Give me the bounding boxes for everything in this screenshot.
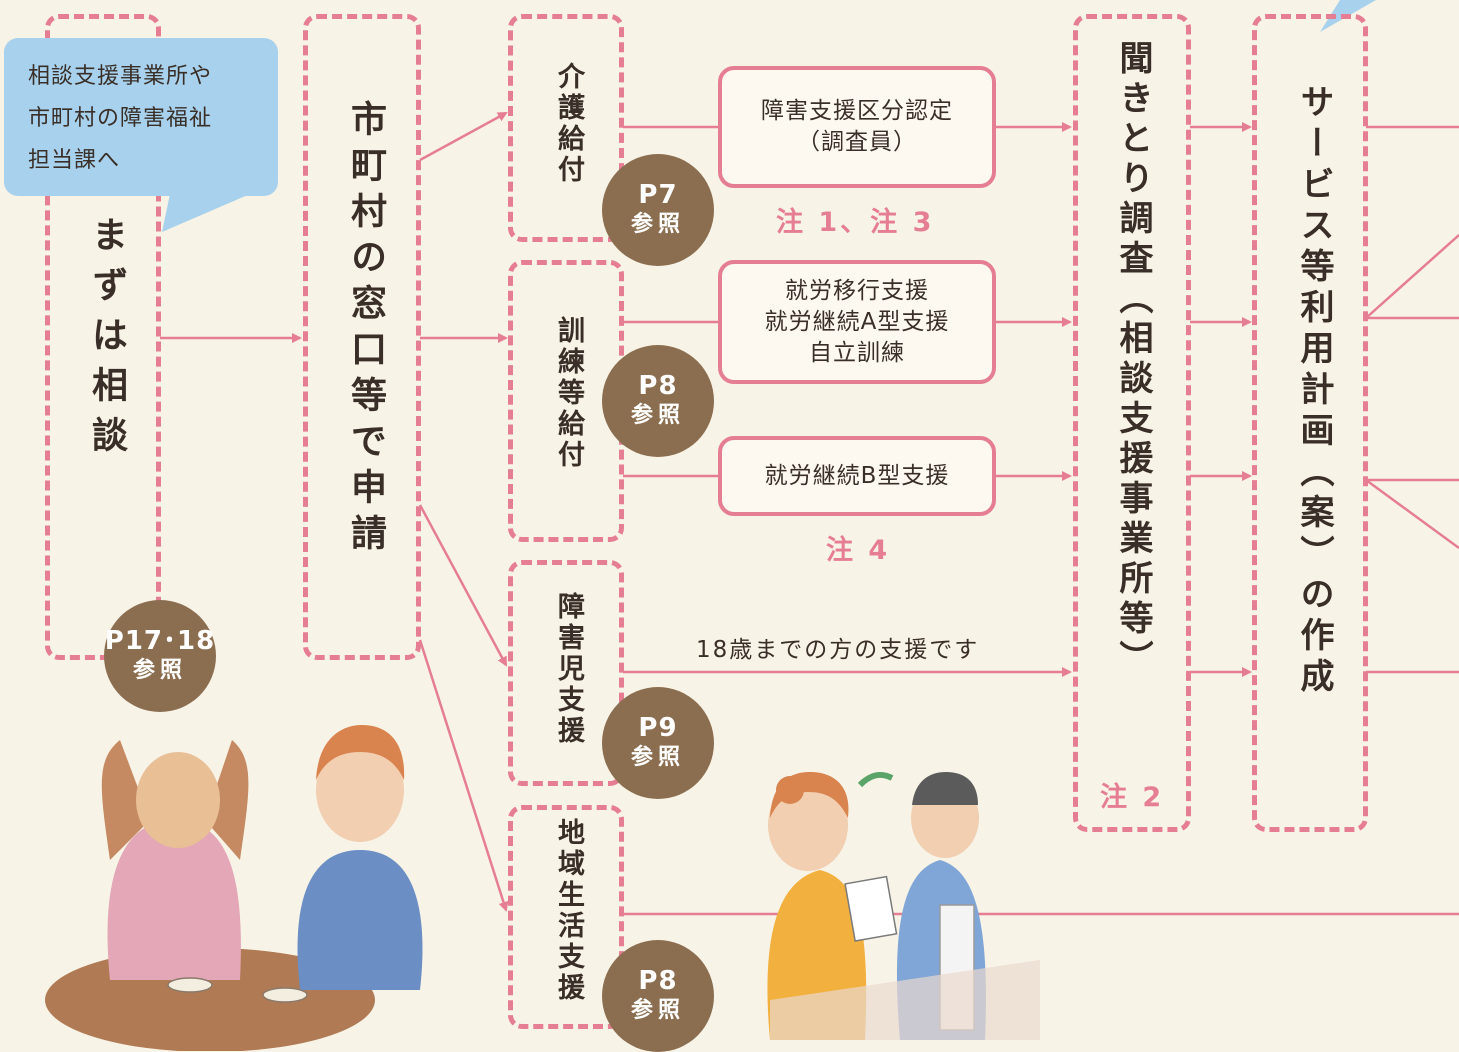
bubble-line-1: 相談支援事業所や bbox=[28, 64, 213, 89]
bubble-line-2: 市町村の障害福祉 bbox=[28, 106, 213, 131]
badge-care-ref: 参照 bbox=[630, 212, 685, 237]
consult-box bbox=[45, 14, 161, 660]
badge-training: P8 参照 bbox=[602, 345, 714, 457]
service-care-line-2: （調査員） bbox=[797, 129, 917, 155]
badge-care-page: P7 bbox=[638, 180, 678, 210]
category-community-box bbox=[508, 805, 624, 1029]
badge-training-page: P8 bbox=[638, 371, 678, 401]
badge-care: P7 参照 bbox=[602, 154, 714, 266]
badge-child-ref: 参照 bbox=[630, 745, 685, 770]
service-training-line-3: 自立訓練 bbox=[809, 339, 905, 366]
service-box-training-2: 就労継続B型支援 bbox=[718, 436, 996, 516]
category-community-label: 地域生活支援 bbox=[553, 818, 584, 1004]
bubble-line-3: 担当課へ bbox=[28, 148, 121, 173]
category-child-label: 障害児支援 bbox=[553, 592, 584, 747]
badge-community-page: P8 bbox=[638, 966, 678, 996]
consult-speech-bubble: 相談支援事業所や 市町村の障害福祉 担当課へ bbox=[4, 38, 278, 196]
apply-label: 市町村の窓口等で申請 bbox=[345, 100, 386, 560]
category-training-label: 訓練等給付 bbox=[553, 316, 584, 471]
badge-child: P9 参照 bbox=[602, 687, 714, 799]
category-child-box bbox=[508, 560, 624, 786]
service-training2-line-1: 就労継続B型支援 bbox=[764, 462, 950, 489]
interview-box bbox=[1073, 14, 1191, 832]
badge-consult: P17･18 参照 bbox=[104, 600, 216, 712]
plan-box bbox=[1252, 14, 1368, 832]
service-box-care: 障害支援区分認定 （調査員） bbox=[718, 66, 996, 188]
note-1-3: 注 1、注 3 bbox=[776, 207, 935, 238]
badge-community: P8 参照 bbox=[602, 940, 714, 1052]
badge-training-ref: 参照 bbox=[630, 403, 685, 428]
plan-label: サービス等利用計画（案）の作成 bbox=[1294, 84, 1334, 699]
consult-label: まずは相談 bbox=[86, 216, 127, 466]
note-4: 注 4 bbox=[826, 535, 891, 566]
service-training-line-2: 就労継続A型支援 bbox=[764, 308, 950, 335]
category-care-box bbox=[508, 14, 624, 242]
badge-community-ref: 参照 bbox=[630, 998, 685, 1023]
badge-child-page: P9 bbox=[638, 713, 678, 743]
service-care-line-1: 障害支援区分認定 bbox=[761, 98, 953, 124]
service-box-training-1: 就労移行支援 就労継続A型支援 自立訓練 bbox=[718, 260, 996, 384]
apply-box bbox=[303, 14, 421, 660]
category-care-label: 介護給付 bbox=[553, 62, 584, 186]
badge-consult-page: P17･18 bbox=[104, 626, 216, 656]
note-2: 注 2 bbox=[1100, 782, 1165, 813]
interview-label: 聞きとり調査（相談支援事業所等） bbox=[1113, 40, 1153, 680]
badge-consult-ref: 参照 bbox=[132, 658, 187, 683]
service-training-line-1: 就労移行支援 bbox=[785, 277, 929, 304]
child-support-text: 18歳までの方の支援です bbox=[696, 637, 980, 663]
